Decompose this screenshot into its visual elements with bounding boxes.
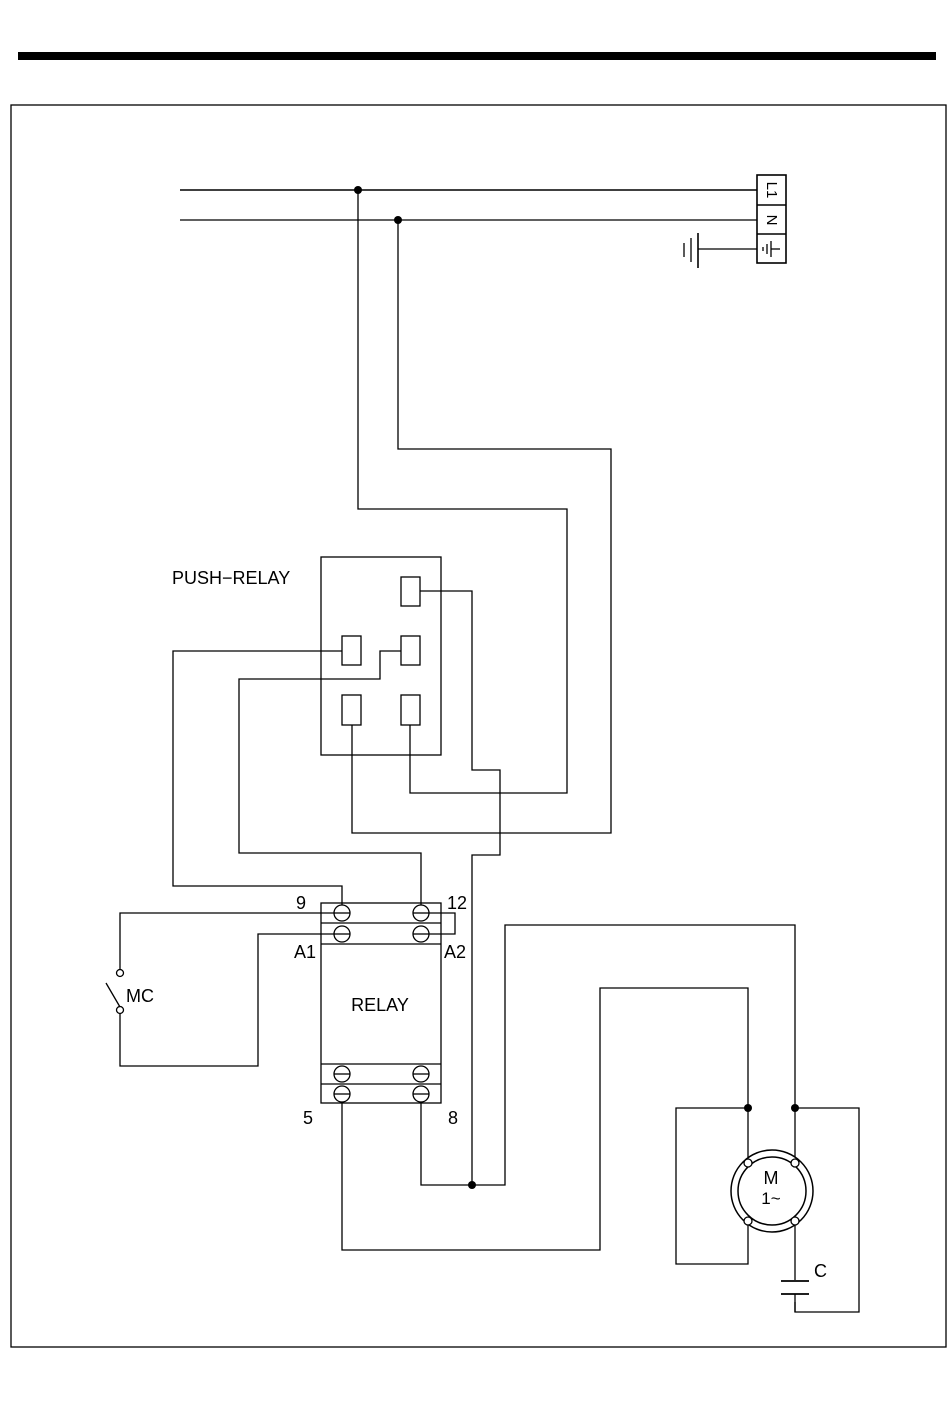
push-relay-label: PUSH−RELAY [172, 568, 290, 588]
terminal-l1-label: L1 [763, 182, 780, 199]
wire-pin-8 [421, 925, 795, 1185]
relay-terminal-a2 [413, 926, 429, 942]
push-relay-contact-bottom-left [342, 695, 361, 725]
relay-terminal-upper-left-bottom [334, 1066, 350, 1082]
push-relay-contact-mid-left [342, 636, 361, 665]
header-rule [18, 52, 936, 60]
relay-label: RELAY [351, 995, 409, 1015]
push-relay-contact-bottom-right [401, 695, 420, 725]
push-relay-module [321, 557, 441, 755]
terminal-n-label: N [763, 215, 780, 226]
wire-n-drop [352, 220, 611, 833]
wire-push-relay-to-12 [239, 651, 421, 913]
mc-label: MC [126, 986, 154, 1006]
relay-terminal-9 [334, 905, 350, 921]
relay-terminal-12 [413, 905, 429, 921]
motor-phase-label: 1~ [761, 1189, 780, 1208]
wire-push-relay-to-9 [173, 651, 342, 913]
capacitor-label: C [814, 1261, 827, 1281]
wire-push-relay-top [420, 591, 500, 1185]
capacitor-icon [781, 1281, 809, 1312]
pin-5-label: 5 [303, 1108, 313, 1128]
wire-pin-5 [342, 988, 748, 1250]
relay-terminal-a1 [334, 926, 350, 942]
mc-switch-icon [106, 970, 124, 1014]
relay-terminal-5 [334, 1086, 350, 1102]
motor-m-label: M [764, 1168, 779, 1188]
diagram-frame [11, 105, 946, 1347]
wire-l1-drop [358, 190, 567, 793]
pin-a2-label: A2 [444, 942, 466, 962]
pin-a1-label: A1 [294, 942, 316, 962]
ground-symbol-icon [684, 233, 757, 268]
pin-9-label: 9 [296, 893, 306, 913]
pin-12-label: 12 [447, 893, 467, 913]
push-relay-contact-top [401, 577, 420, 606]
relay-terminal-8 [413, 1086, 429, 1102]
pin-8-label: 8 [448, 1108, 458, 1128]
junction-pin-8 [468, 1181, 476, 1189]
push-relay-contact-mid-right [401, 636, 420, 665]
relay-terminal-upper-right-bottom [413, 1066, 429, 1082]
supply-terminal-block: L1 N [757, 175, 786, 263]
